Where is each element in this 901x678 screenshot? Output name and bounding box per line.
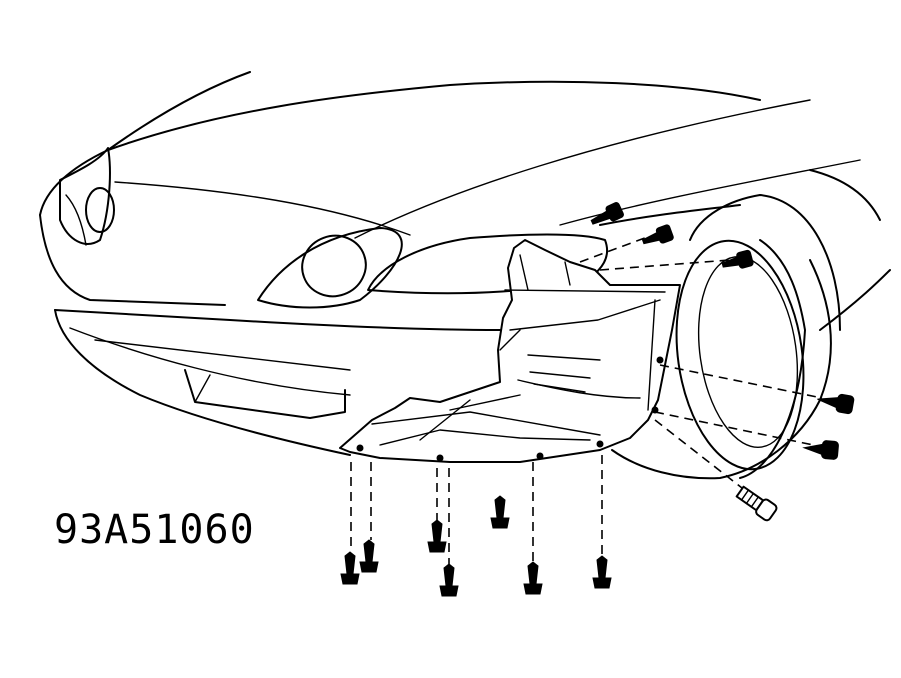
screw-side-1	[817, 393, 855, 415]
clip-bottom-5	[490, 495, 510, 529]
clip-bottom-1	[340, 551, 360, 585]
reference-code-label: 93A51060	[54, 507, 255, 553]
screw-top-1	[590, 202, 624, 225]
splash-shield	[339, 239, 681, 463]
clip-bottom-3	[427, 519, 447, 553]
clip-bottom-4	[439, 563, 459, 597]
bolt-lower-right	[735, 485, 778, 522]
clip-bottom-2	[359, 539, 379, 573]
fasteners	[340, 202, 855, 597]
fastener-leaders	[350, 235, 823, 565]
clip-bottom-6	[523, 561, 543, 595]
screw-top-2	[641, 224, 674, 245]
screw-top-3	[721, 249, 754, 269]
screw-side-2	[802, 440, 839, 460]
clip-bottom-7	[592, 555, 612, 589]
